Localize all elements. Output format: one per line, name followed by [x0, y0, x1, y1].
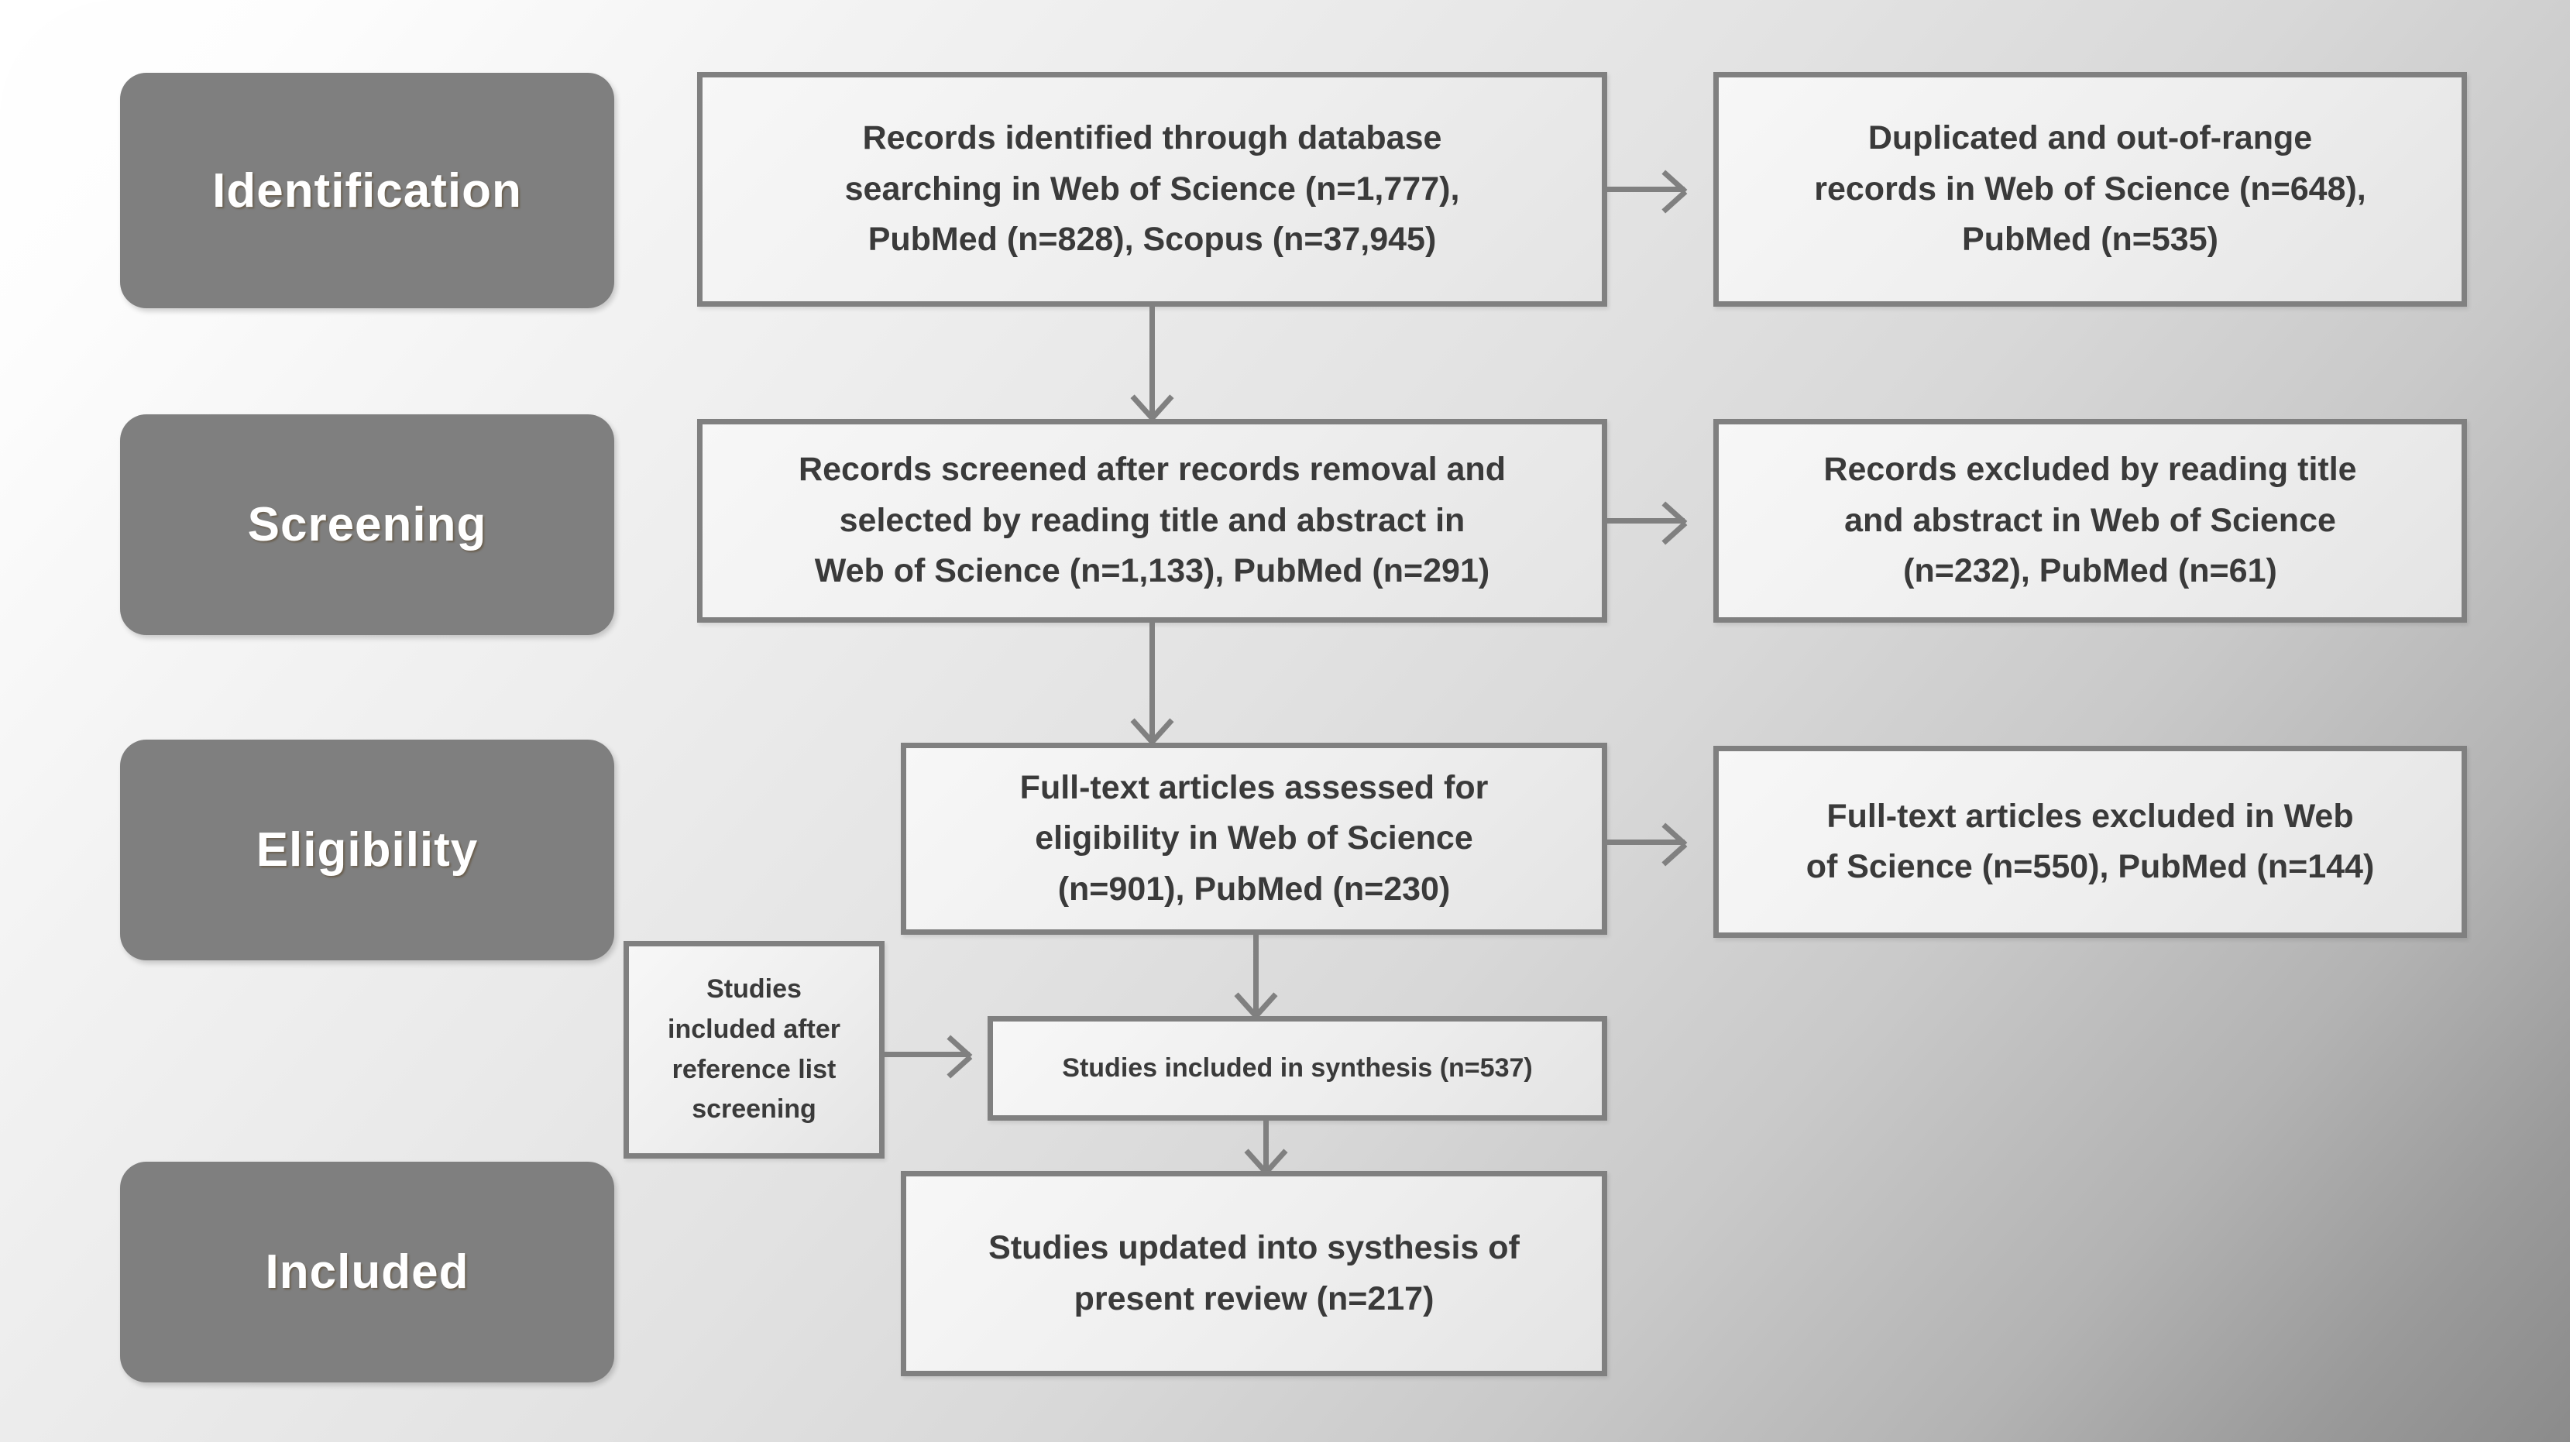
text-line: Web of Science (n=1,133), PubMed (n=291) [814, 552, 1490, 590]
box-fulltext-assessed-text: Full-text articles assessed for eligibil… [1003, 763, 1506, 915]
box-included-in-synthesis-text: Studies included in synthesis (n=537) [1045, 1049, 1549, 1089]
text-line: Studies [706, 974, 802, 1004]
stage-label-included: Included [265, 1245, 469, 1299]
stage-label-screening: Screening [247, 498, 487, 551]
connector-fulltext-to-synthesis [1253, 935, 1259, 1016]
text-line: eligibility in Web of Science [1035, 819, 1473, 857]
text-line: searching in Web of Science (n=1,777), [844, 170, 1460, 208]
box-records-duplicated: Duplicated and out-of-range records in W… [1713, 72, 2467, 307]
connector-reference-to-synthesis [885, 1052, 970, 1057]
text-line: of Science (n=550), PubMed (n=144) [1806, 848, 2375, 885]
box-reference-list-text: Studies included after reference list sc… [651, 970, 857, 1130]
connector-screened-to-fulltext [1149, 623, 1155, 743]
text-line: Records excluded by reading title [1823, 451, 2357, 489]
box-updated-synthesis-text: Studies updated into systhesis of presen… [971, 1223, 1537, 1324]
box-fulltext-assessed: Full-text articles assessed for eligibil… [901, 743, 1607, 935]
text-line: Records screened after records removal a… [799, 451, 1506, 489]
connector-screened-to-excluded [1607, 518, 1685, 524]
connector-fulltext-to-excluded [1607, 840, 1685, 845]
connector-identified-to-duplicated [1607, 187, 1685, 192]
text-line: PubMed (n=535) [1962, 221, 2218, 259]
box-records-excluded-text: Records excluded by reading title and ab… [1806, 445, 2373, 596]
text-line: Full-text articles assessed for [1019, 768, 1489, 806]
box-included-in-synthesis: Studies included in synthesis (n=537) [988, 1016, 1607, 1121]
box-records-screened-text: Records screened after records removal a… [782, 445, 1523, 596]
text-line: Duplicated and out-of-range [1867, 119, 2313, 157]
stage-pill-screening: Screening [120, 414, 614, 635]
text-line: (n=901), PubMed (n=230) [1057, 870, 1451, 908]
box-records-screened: Records screened after records removal a… [697, 419, 1607, 623]
box-records-identified: Records identified through database sear… [697, 72, 1607, 307]
box-records-excluded: Records excluded by reading title and ab… [1713, 419, 2467, 623]
stage-pill-included: Included [120, 1162, 614, 1382]
box-updated-synthesis: Studies updated into systhesis of presen… [901, 1171, 1607, 1376]
text-line: and abstract in Web of Science [1844, 501, 2336, 539]
text-line: Records identified through database [862, 119, 1442, 157]
text-line: present review (n=217) [1074, 1279, 1434, 1317]
text-line: reference list [672, 1054, 837, 1084]
text-line: Studies updated into systhesis of [988, 1229, 1520, 1267]
connector-identified-to-screened [1149, 307, 1155, 419]
text-line: Full-text articles excluded in Web [1826, 797, 2354, 835]
text-line: records in Web of Science (n=648), [1814, 170, 2366, 208]
stage-label-identification: Identification [212, 163, 522, 218]
text-line: PubMed (n=828), Scopus (n=37,945) [868, 221, 1437, 259]
text-line: included after [668, 1014, 840, 1044]
box-fulltext-excluded-text: Full-text articles excluded in Web of Sc… [1789, 792, 2392, 893]
text-line: Studies included in synthesis (n=537) [1062, 1053, 1533, 1083]
box-fulltext-excluded: Full-text articles excluded in Web of Sc… [1713, 746, 2467, 938]
stage-pill-eligibility: Eligibility [120, 740, 614, 960]
text-line: screening [692, 1094, 816, 1125]
connector-synthesis-to-updated [1263, 1121, 1269, 1171]
text-line: selected by reading title and abstract i… [839, 501, 1465, 539]
text-line: (n=232), PubMed (n=61) [1903, 552, 2277, 590]
box-reference-list-screening: Studies included after reference list sc… [624, 941, 885, 1159]
box-records-duplicated-text: Duplicated and out-of-range records in W… [1797, 113, 2383, 265]
stage-label-eligibility: Eligibility [256, 823, 479, 877]
box-records-identified-text: Records identified through database sear… [828, 113, 1477, 265]
stage-pill-identification: Identification [120, 73, 614, 308]
